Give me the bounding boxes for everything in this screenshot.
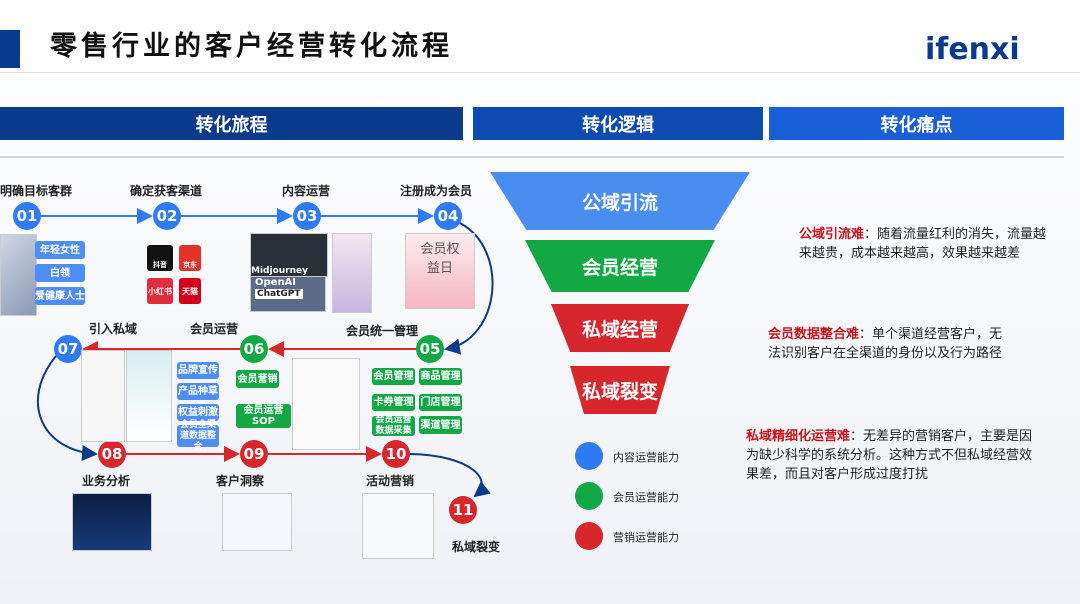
step-11: 11	[449, 496, 477, 524]
midjourney-image: Midjourney	[250, 233, 328, 277]
ops-tag: 会员营销	[236, 370, 279, 388]
pain-text: ：单个渠道经营客户，无法识别客户在全渠道的身份以及行为路径	[768, 327, 1003, 361]
pain-title: 公域引流难	[799, 227, 865, 242]
private-tag: 产品种草	[177, 383, 219, 400]
audience-tag: 白领	[35, 264, 85, 282]
step-05-label: 会员统一管理	[346, 324, 419, 338]
mgmt-tag: 渠道管理	[419, 416, 462, 434]
header-logic: 转化逻辑	[473, 107, 763, 140]
mgmt-tag: 卡券管理	[372, 394, 415, 411]
member-day-label: 会员权益日	[420, 242, 460, 276]
step-09: 09	[240, 440, 268, 468]
private-tag: 权益刺激	[177, 404, 219, 421]
page-title: 零售行业的客户经营转化流程	[50, 31, 453, 62]
douyin-icon: 抖音	[147, 245, 173, 271]
step-04: 04	[434, 202, 462, 230]
mgmt-tag: 会员管理	[372, 368, 415, 385]
customer-insight-dashboard	[222, 493, 292, 551]
step-05: 05	[416, 335, 444, 363]
arrow-04-05	[444, 222, 494, 355]
private-qr-poster	[126, 350, 172, 442]
member-day-poster: 会员权益日	[405, 233, 475, 309]
tmall-icon: 天猫	[179, 278, 201, 304]
audience-image	[0, 234, 37, 316]
private-tag: 品牌宣传	[177, 362, 219, 379]
legend-content: 内容运营能力	[613, 451, 679, 464]
flow-connectors	[37, 208, 494, 498]
pain-text: ：随着流量红利的消失，流量越来越贵，成本越来越高，效果越来越差	[799, 227, 1047, 261]
private-chat-screenshot	[81, 350, 125, 442]
step-06: 06	[240, 335, 268, 363]
legend-green-dot	[575, 482, 603, 510]
member-mgmt-screenshot	[292, 358, 360, 450]
step-03-label: 内容运营	[282, 184, 331, 198]
section-divider	[0, 156, 1064, 158]
content-screenshot	[332, 233, 372, 313]
funnel-public-traffic: 公域引流	[490, 172, 750, 230]
step-02: 02	[153, 202, 181, 230]
title-accent	[0, 30, 20, 68]
step-09-label: 客户洞察	[216, 474, 265, 488]
campaign-flow-screenshot	[362, 493, 434, 559]
openai-image: OpenAI ChatGPT	[250, 276, 326, 312]
step-07: 07	[54, 335, 82, 363]
step-10: 10	[382, 440, 410, 468]
header-pain: 转化痛点	[769, 107, 1064, 140]
funnel-private-fission: 私域裂变	[570, 366, 670, 414]
header-journey: 转化旅程	[0, 107, 463, 140]
pain-title: 会员数据整合难	[768, 327, 860, 342]
mgmt-tag: 门店管理	[419, 394, 462, 411]
pain-text: ：无差异的营销客户，主要是因为缺少科学的系统分析。这种方式不但私域经营效果差，而…	[746, 429, 1033, 482]
legend-red-dot	[575, 522, 603, 550]
midjourney-label: Midjourney	[251, 266, 308, 276]
step-08-label: 业务分析	[82, 474, 131, 488]
divider	[0, 72, 1080, 73]
step-07-label: 引入私域	[89, 322, 138, 336]
private-tag: 会员全渠道数据整合	[177, 420, 219, 452]
openai-label: OpenAI	[255, 277, 297, 288]
arrow-07-08	[37, 355, 98, 461]
step-02-label: 确定获客渠道	[130, 184, 203, 198]
audience-tag: 年轻女性	[35, 241, 85, 259]
step-04-label: 注册成为会员	[400, 184, 473, 198]
xiaohongshu-icon: 小红书	[147, 278, 173, 304]
step-01-label: 明确目标客群	[0, 184, 73, 198]
chatgpt-label: ChatGPT	[255, 289, 303, 299]
legend-marketing: 营销运营能力	[613, 531, 679, 544]
step-01: 01	[13, 202, 41, 230]
mgmt-tag: 商品管理	[419, 368, 462, 385]
ops-tag: 会员运营SOP	[236, 404, 291, 428]
legend-blue-dot	[575, 442, 603, 470]
pain-title: 私域精细化运营难	[746, 429, 851, 444]
audience-tag: 爱健康人士	[35, 287, 85, 305]
jd-icon: 京东	[179, 245, 201, 271]
pain-member-data: 会员数据整合难：单个渠道经营客户，无法识别客户在全渠道的身份以及行为路径	[768, 325, 1008, 363]
step-06-label: 会员运营	[190, 322, 239, 336]
pain-public: 公域引流难：随着流量红利的消失，流量越来越贵，成本越来越高，效果越来越差	[799, 225, 1049, 263]
funnel-private-operation: 私域经营	[551, 304, 689, 352]
step-11-label: 私域裂变	[452, 540, 501, 554]
step-03: 03	[293, 202, 321, 230]
legend-member: 会员运营能力	[613, 491, 679, 504]
pain-private-ops: 私域精细化运营难：无差异的营销客户，主要是因为缺少科学的系统分析。这种方式不但私…	[746, 427, 1036, 484]
arrow-10-11	[409, 453, 491, 498]
business-analysis-dashboard	[72, 493, 152, 551]
logo: ifenxi	[925, 32, 1020, 67]
funnel-member-operation: 会员经营	[525, 240, 715, 292]
step-08: 08	[98, 440, 126, 468]
step-10-label: 活动营销	[366, 474, 415, 488]
mgmt-tag: 会员运营数据采集	[372, 415, 415, 436]
